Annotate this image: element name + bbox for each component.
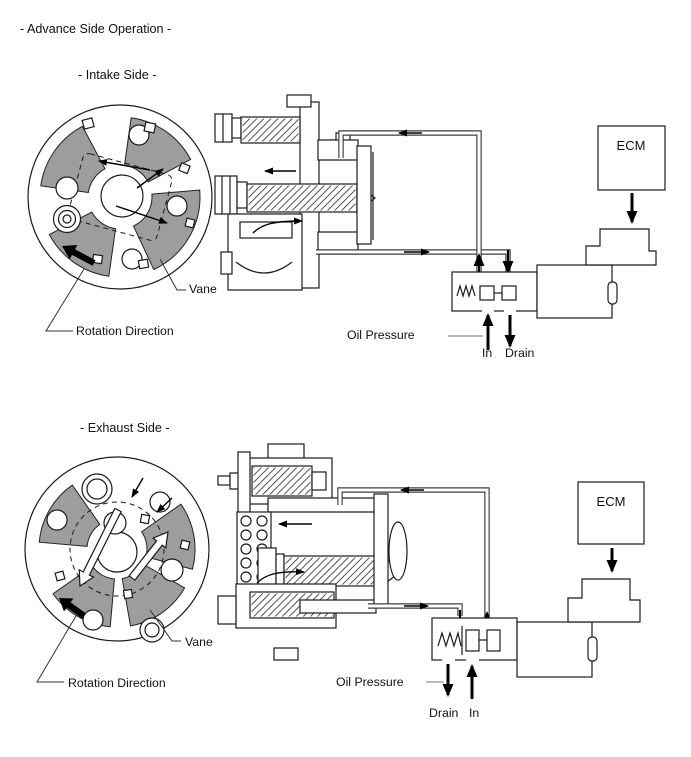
bolt-hole [82, 609, 104, 631]
ocv-spool-land [479, 285, 495, 301]
ocv-spring [456, 283, 476, 299]
seal-block [178, 162, 191, 175]
exhaust-vane-label: Vane [185, 635, 213, 649]
intake-ecm: ECM [597, 125, 666, 224]
exhaust-oil-pipes [337, 486, 493, 634]
intake-drain-label: Drain [505, 346, 535, 360]
solenoid-connector [567, 578, 641, 623]
oil-flow-arrow [252, 217, 303, 234]
ocv-spool-land [486, 629, 501, 652]
intake-oil-pipes [316, 129, 514, 276]
ocv-spool-land [465, 629, 480, 652]
seal-block [184, 217, 196, 229]
rotation-leader-line [45, 268, 85, 332]
lock-pin-washer-center [62, 214, 72, 224]
ecm-label: ECM [597, 494, 626, 509]
exhaust-rotor-diagram [24, 456, 210, 643]
camshaft-journal [388, 521, 408, 581]
ocv-spring [437, 630, 462, 649]
solenoid-end-cap [607, 281, 618, 305]
rotor-hub [100, 174, 144, 218]
bolt-hole [121, 248, 143, 270]
seal-block [54, 570, 66, 582]
vane-force-arrow [128, 531, 169, 582]
seal-block [91, 253, 104, 265]
seal-block [143, 121, 157, 134]
vane-motion-arrow [136, 168, 164, 189]
intake-section: - Intake Side - [27, 68, 666, 360]
seal-block [137, 258, 150, 270]
ocv-spool-land [501, 285, 517, 301]
vane-leader-line [159, 258, 186, 291]
rotation-direction-arrow [62, 245, 96, 266]
seal-block [139, 513, 151, 525]
solenoid-end-cap [587, 636, 598, 662]
oil-chamber [40, 125, 106, 194]
ocv-solenoid [536, 264, 613, 319]
page-title: - Advance Side Operation - [20, 22, 171, 36]
rotor-dashed-circle [69, 501, 165, 597]
exhaust-section: - Exhaust Side - [24, 421, 645, 720]
intake-rotation-label: Rotation Direction [76, 324, 174, 338]
ecm-box [597, 125, 666, 191]
solenoid-connector [585, 228, 657, 266]
seal-block [122, 588, 134, 600]
exhaust-drain-label: Drain [429, 706, 459, 720]
rotation-direction-arrow [59, 598, 86, 619]
intake-in-label: In [482, 346, 492, 360]
oil-flow-arrow [256, 568, 305, 584]
bolt-hole [160, 558, 184, 582]
intake-gear-cross-section [214, 94, 376, 291]
ecm-label: ECM [617, 138, 646, 153]
camshaft-bolt [81, 473, 113, 505]
vane-motion-arrow [156, 497, 173, 513]
exhaust-title: - Exhaust Side - [80, 421, 170, 435]
vane-leader-line [149, 609, 181, 642]
exhaust-in-label: In [469, 706, 479, 720]
rotation-leader-line [36, 615, 77, 683]
exhaust-oil-control-valve [431, 578, 641, 699]
exhaust-oil-pressure-label: Oil Pressure [336, 675, 404, 689]
vane-motion-arrow [98, 158, 151, 171]
ecm-box [577, 481, 645, 545]
exhaust-ecm: ECM [577, 481, 645, 573]
seal-block [81, 117, 95, 130]
intake-rotor-diagram [27, 104, 213, 290]
exhaust-rotation-label: Rotation Direction [68, 676, 166, 690]
vane-motion-arrow [115, 205, 168, 224]
lock-pin-washer [52, 204, 82, 234]
bolt-hole [166, 195, 188, 217]
intake-title: - Intake Side - [78, 68, 156, 82]
bolt-hole [46, 509, 68, 531]
oil-chamber [38, 484, 101, 547]
intake-oil-control-valve [451, 228, 657, 350]
exhaust-gear-cross-section [217, 443, 408, 661]
lock-pin-washer-ring [57, 209, 77, 229]
ocv-solenoid [516, 621, 593, 678]
bolt-hole [139, 617, 165, 643]
vane-force-arrow [78, 507, 122, 588]
intake-vane-label: Vane [189, 282, 217, 296]
intake-oil-pressure-label: Oil Pressure [347, 328, 415, 342]
bolt-hole [55, 176, 79, 200]
vane-motion-arrow [131, 477, 144, 498]
seal-block [179, 539, 191, 551]
